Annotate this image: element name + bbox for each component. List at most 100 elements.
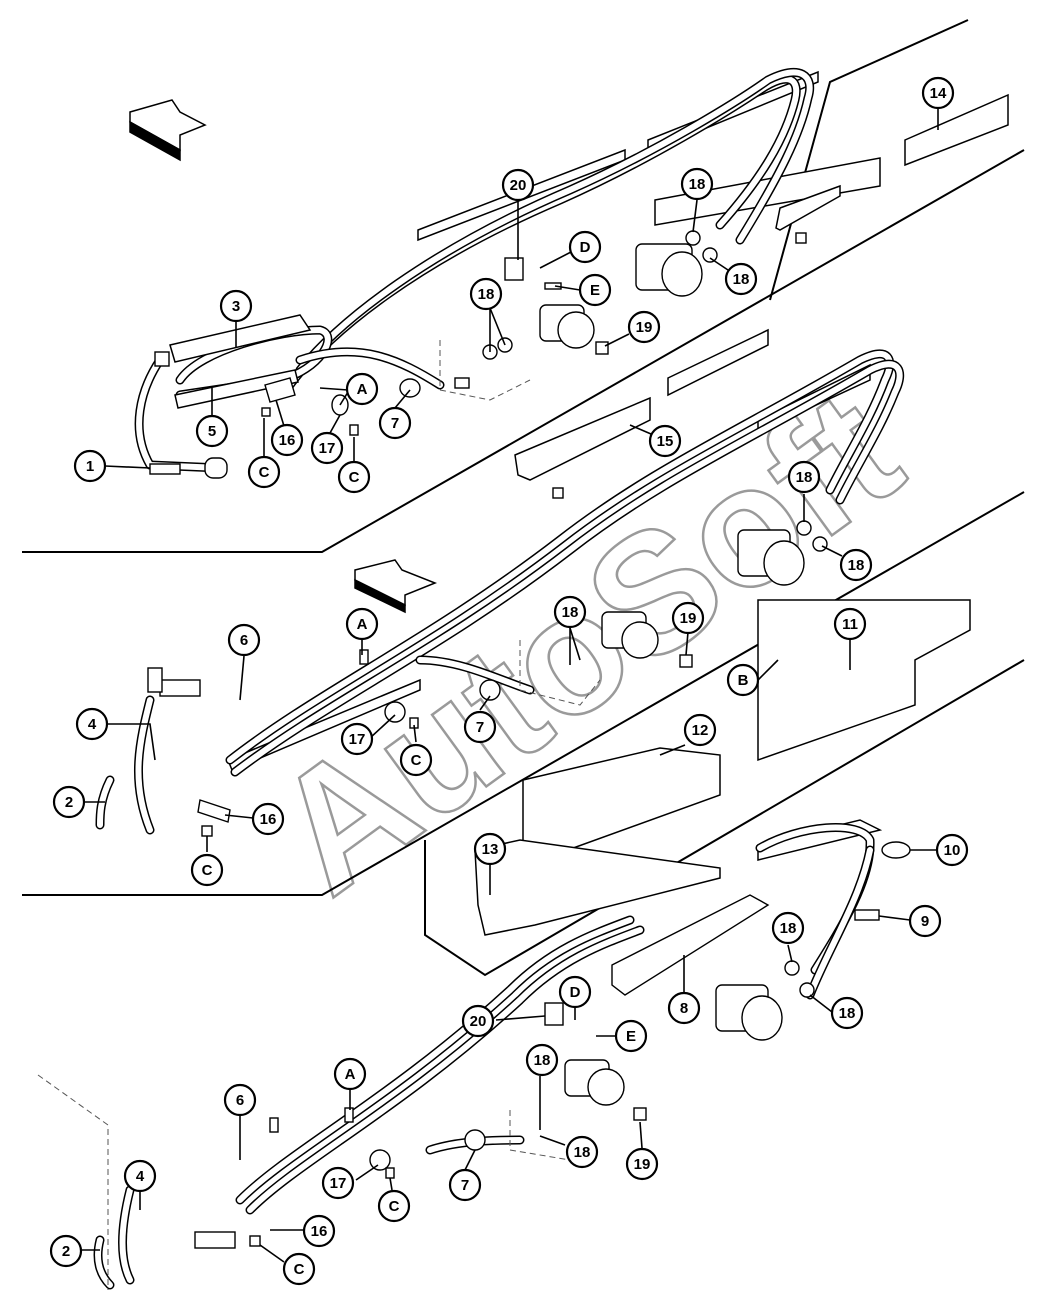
- divider-lower: [424, 659, 1025, 977]
- svg-text:18: 18: [574, 1144, 591, 1161]
- callout-18: 18: [839, 548, 873, 582]
- callout-C: C: [377, 1189, 411, 1223]
- callout-9: 9: [908, 904, 942, 938]
- svg-text:1: 1: [86, 458, 94, 475]
- svg-text:A: A: [357, 381, 368, 398]
- callout-A: A: [345, 372, 379, 406]
- callout-18: 18: [830, 996, 864, 1030]
- svg-text:16: 16: [260, 811, 277, 828]
- callout-C: C: [247, 455, 281, 489]
- svg-text:15: 15: [657, 433, 674, 450]
- svg-text:11: 11: [842, 616, 858, 633]
- callout-D: D: [558, 975, 592, 1009]
- svg-text:7: 7: [391, 415, 399, 432]
- svg-text:B: B: [738, 672, 749, 689]
- svg-text:9: 9: [921, 913, 929, 930]
- callout-19: 19: [627, 310, 661, 344]
- svg-text:20: 20: [470, 1013, 487, 1030]
- svg-text:18: 18: [848, 557, 865, 574]
- callout-20: 20: [461, 1004, 495, 1038]
- direction-arrow-middle: [354, 559, 438, 614]
- top-hoses: [134, 67, 815, 473]
- divider-top-right: [769, 19, 969, 301]
- svg-text:C: C: [294, 1261, 305, 1278]
- svg-text:18: 18: [796, 469, 813, 486]
- svg-text:4: 4: [136, 1168, 145, 1185]
- callout-13: 13: [473, 832, 507, 866]
- callout-19: 19: [625, 1147, 659, 1181]
- callout-6: 6: [223, 1083, 257, 1117]
- callout-20: 20: [501, 168, 535, 202]
- svg-text:8: 8: [680, 1000, 688, 1017]
- callout-18: 18: [565, 1135, 599, 1169]
- callout-7: 7: [463, 710, 497, 744]
- svg-text:18: 18: [839, 1005, 856, 1022]
- top-brackets: [149, 314, 470, 479]
- svg-text:17: 17: [349, 731, 366, 748]
- svg-text:D: D: [580, 239, 591, 256]
- divider-upper: [22, 149, 1025, 553]
- svg-text:20: 20: [510, 177, 527, 194]
- callout-2: 2: [49, 1234, 83, 1268]
- svg-text:13: 13: [482, 841, 499, 858]
- callout-7: 7: [448, 1168, 482, 1202]
- callout-B: B: [726, 663, 760, 697]
- callout-18: 18: [553, 595, 587, 629]
- callout-1: 1: [73, 449, 107, 483]
- middle-parts: [147, 520, 971, 936]
- callout-18: 18: [724, 262, 758, 296]
- direction-arrow-top: [129, 99, 207, 162]
- leader-lines: [82, 108, 939, 1263]
- svg-text:18: 18: [562, 604, 579, 621]
- svg-text:19: 19: [636, 319, 653, 336]
- svg-text:19: 19: [680, 610, 697, 627]
- svg-text:12: 12: [692, 722, 709, 739]
- svg-text:16: 16: [279, 432, 296, 449]
- svg-text:6: 6: [240, 632, 248, 649]
- callout-19: 19: [671, 601, 705, 635]
- svg-text:C: C: [411, 752, 422, 769]
- callout-18: 18: [469, 277, 503, 311]
- callout-C: C: [399, 743, 433, 777]
- lower-parts: [37, 819, 911, 1290]
- svg-text:2: 2: [62, 1243, 70, 1260]
- svg-text:14: 14: [930, 85, 947, 102]
- svg-text:2: 2: [65, 794, 73, 811]
- callout-2: 2: [52, 785, 86, 819]
- callout-17: 17: [321, 1166, 355, 1200]
- svg-text:3: 3: [232, 298, 240, 315]
- callout-5: 5: [195, 414, 229, 448]
- callout-4: 4: [123, 1159, 157, 1193]
- svg-text:17: 17: [330, 1175, 347, 1192]
- callout-14: 14: [921, 76, 955, 110]
- svg-text:C: C: [202, 862, 213, 879]
- svg-text:16: 16: [311, 1223, 328, 1240]
- callout-8: 8: [667, 991, 701, 1025]
- callout-E: E: [578, 273, 612, 307]
- callout-18: 18: [787, 460, 821, 494]
- svg-text:5: 5: [208, 423, 216, 440]
- callout-D: D: [568, 230, 602, 264]
- svg-text:18: 18: [689, 176, 706, 193]
- svg-text:C: C: [389, 1198, 400, 1215]
- callout-16: 16: [270, 423, 304, 457]
- callout-17: 17: [310, 431, 344, 465]
- callout-17: 17: [340, 722, 374, 756]
- callout-12: 12: [683, 713, 717, 747]
- callout-7: 7: [378, 406, 412, 440]
- svg-text:7: 7: [461, 1177, 469, 1194]
- callout-6: 6: [227, 623, 261, 657]
- top-cylinders: [439, 230, 807, 499]
- callout-16: 16: [302, 1214, 336, 1248]
- svg-text:19: 19: [634, 1156, 651, 1173]
- callout-4: 4: [75, 707, 109, 741]
- callout-10: 10: [935, 833, 969, 867]
- callout-C: C: [337, 460, 371, 494]
- middle-hoses: [95, 349, 905, 835]
- svg-text:4: 4: [88, 716, 97, 733]
- callout-C: C: [282, 1252, 316, 1286]
- callout-16: 16: [251, 802, 285, 836]
- svg-text:18: 18: [733, 271, 750, 288]
- svg-text:17: 17: [319, 440, 336, 457]
